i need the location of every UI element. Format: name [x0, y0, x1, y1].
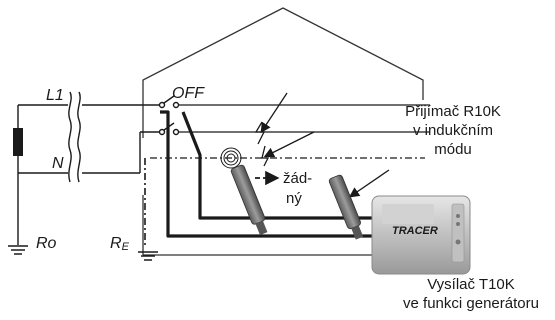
receiver-probe-2 [328, 174, 364, 240]
supply-wiring [17, 91, 160, 245]
house-wiring [144, 104, 430, 248]
induction-field-icon [220, 147, 242, 169]
label-fault-1: žád- [283, 170, 312, 187]
label-l1: L1 [46, 87, 64, 104]
switch-l1 [158, 95, 180, 109]
transmitter-device: TRACER [371, 195, 471, 275]
transmitter-caption: Vysílač T10K ve funkci generátoru [388, 275, 554, 313]
label-fault-2: ný [286, 190, 302, 207]
transmitter-leads [160, 110, 372, 238]
label-ro: Ro [36, 235, 57, 252]
transmitter-caption-line: Vysílač T10K [427, 276, 515, 293]
house-outline [142, 7, 424, 256]
device-brand: TRACER [392, 225, 438, 237]
ground-icon-re [138, 251, 158, 261]
receiver-caption-line: módu [434, 141, 472, 158]
transmitter-caption-line: ve funkci generátoru [403, 295, 539, 312]
receiver-caption-line: v indukčním [412, 122, 494, 139]
label-off: OFF [172, 85, 205, 102]
label-re: RE [110, 235, 130, 253]
pointer-arrows [255, 92, 390, 198]
label-n: N [52, 155, 64, 172]
ground-icon-ro [8, 245, 28, 255]
receiver-probe-1 [230, 164, 268, 236]
receiver-caption: Přijímač R10K v indukčním módu [378, 102, 528, 159]
resistor-icon [13, 128, 23, 156]
fault-mark-icon [254, 121, 270, 167]
receiver-caption-line: Přijímač R10K [405, 103, 501, 120]
